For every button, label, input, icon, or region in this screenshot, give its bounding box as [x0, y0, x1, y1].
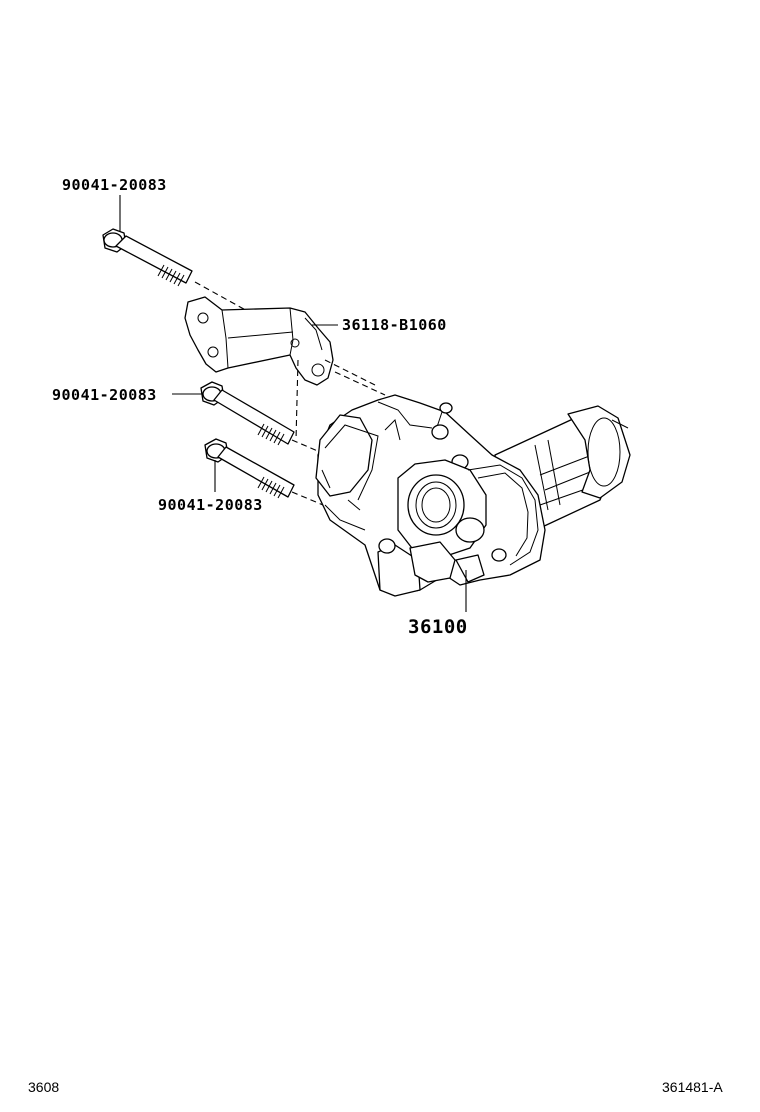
footer-right-code: 361481-A: [662, 1079, 723, 1095]
bolt-middle[interactable]: [200, 381, 295, 446]
bolt-top[interactable]: [102, 228, 193, 287]
callout-bolt-bottom: 90041-20083: [158, 496, 263, 514]
callout-bracket: 36118-B1060: [342, 316, 447, 334]
callout-transfer-assembly: 36100: [408, 616, 468, 638]
transfer-assembly[interactable]: [315, 394, 631, 597]
callout-bolt-middle: 90041-20083: [52, 386, 157, 404]
bolt-bottom[interactable]: [204, 438, 295, 499]
bracket-part[interactable]: [184, 296, 334, 386]
footer-left-code: 3608: [28, 1079, 59, 1095]
callout-bolt-top: 90041-20083: [62, 176, 167, 194]
